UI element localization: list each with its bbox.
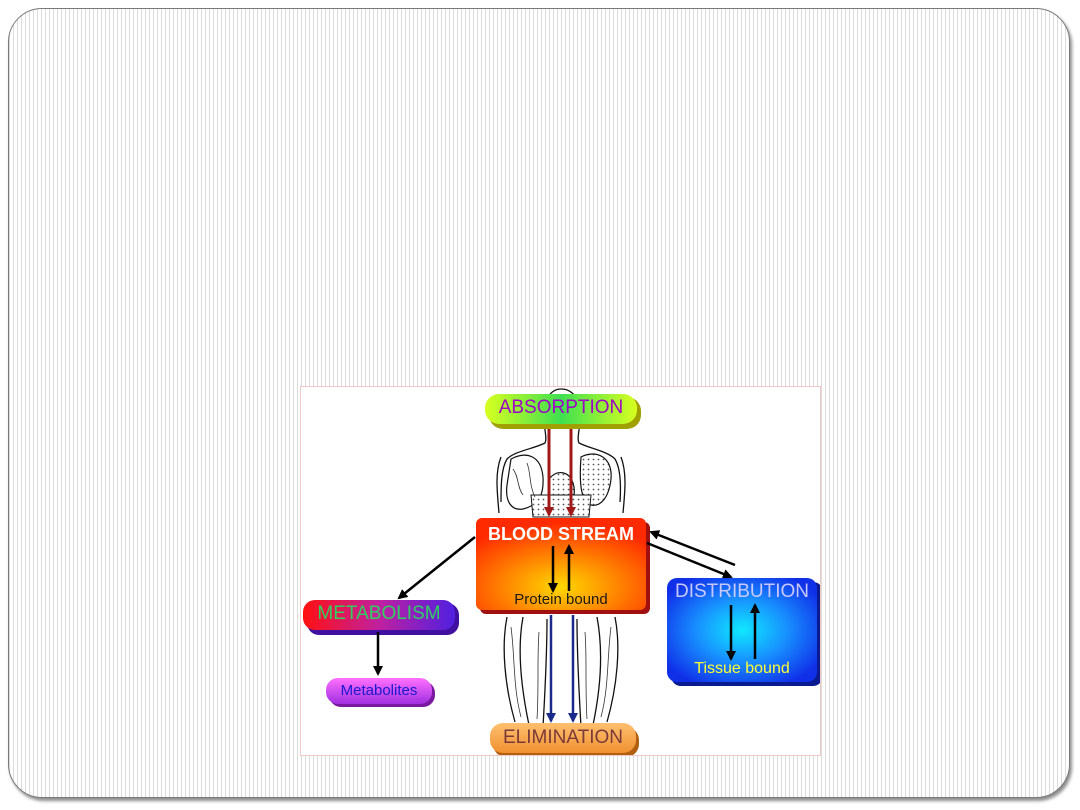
to-metabolism-arrow <box>397 536 476 600</box>
body-outline <box>496 388 626 728</box>
protein-bound-label: Protein bound <box>514 591 608 608</box>
tissue-bound-label: Tissue bound <box>694 660 790 677</box>
body-texture <box>510 462 612 720</box>
diagram-graphics <box>303 388 820 755</box>
distribution-node <box>667 578 817 682</box>
metabolism-label: METABOLISM <box>317 603 441 624</box>
absorption-arrows <box>544 427 576 517</box>
metabolites-label: Metabolites <box>340 682 418 699</box>
pharmacokinetics-diagram: ABSORPTION BLOOD STREAM Protein bound DI… <box>300 386 821 756</box>
metabolites-node <box>326 678 432 704</box>
absorption-node <box>485 394 637 424</box>
absorption-label: ABSORPTION <box>498 397 624 418</box>
elimination-label: ELIMINATION <box>503 727 623 748</box>
blood-stream-label: BLOOD STREAM <box>488 524 634 544</box>
from-distribution-arrow <box>649 530 736 567</box>
metabolism-node <box>303 600 455 630</box>
blood-stream-node <box>476 518 646 610</box>
right-lung <box>579 453 612 506</box>
to-distribution-arrow <box>646 541 733 579</box>
distribution-label: DISTRIBUTION <box>674 581 810 602</box>
abdomen <box>530 494 592 518</box>
elimination-node <box>490 723 636 753</box>
